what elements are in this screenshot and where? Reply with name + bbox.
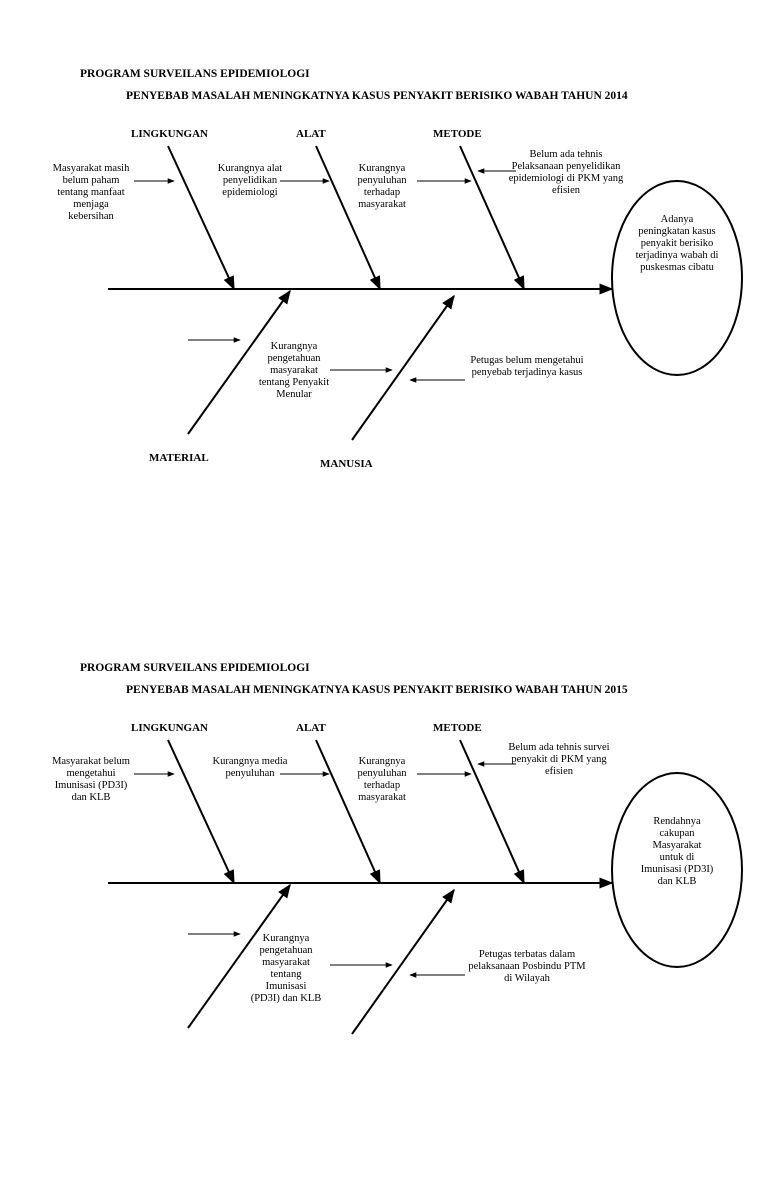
category-metode: METODE bbox=[433, 722, 482, 734]
cause-alat: Kurangnya alat penyelidikan epidemiologi bbox=[217, 163, 283, 198]
cause-metode-left: Kurangnya penyuluhan terhadap masyarakat bbox=[357, 163, 407, 210]
program-title: PROGRAM SURVEILANS EPIDEMIOLOGI bbox=[80, 68, 310, 80]
program-title: PROGRAM SURVEILANS EPIDEMIOLOGI bbox=[80, 662, 310, 674]
category-alat: ALAT bbox=[296, 722, 326, 734]
bone-material bbox=[187, 289, 291, 435]
cause-lingkungan: Masyarakat belum mengetahui Imunisasi (P… bbox=[52, 756, 130, 803]
cause-manusia: Petugas terbatas dalam pelaksanaan Posbi… bbox=[468, 949, 586, 984]
bone-metode bbox=[459, 739, 525, 885]
category-metode: METODE bbox=[433, 128, 482, 140]
effect-oval bbox=[611, 772, 743, 968]
fishbone-diagram-2014: PROGRAM SURVEILANS EPIDEMIOLOGI PENYEBAB… bbox=[52, 68, 743, 470]
fishbone-lines bbox=[108, 739, 743, 1035]
effect-oval bbox=[611, 180, 743, 376]
bone-lingkungan bbox=[167, 145, 235, 291]
effect-text: Adanya peningkatan kasus penyakit berisi… bbox=[635, 214, 719, 273]
bone-metode bbox=[459, 145, 525, 291]
bone-lingkungan bbox=[167, 739, 235, 885]
diagram-title: PENYEBAB MASALAH MENINGKATNYA KASUS PENY… bbox=[126, 684, 628, 696]
category-lingkungan: LINGKUNGAN bbox=[131, 722, 209, 734]
bone-alat bbox=[315, 739, 381, 885]
bone-manusia bbox=[351, 294, 455, 441]
cause-metode-right: Belum ada tehnis Pelaksanaan penyelidika… bbox=[508, 149, 624, 196]
bone-material bbox=[187, 883, 291, 1029]
cause-manusia: Petugas belum mengetahui penyebab terjad… bbox=[470, 355, 584, 378]
bone-manusia bbox=[351, 888, 455, 1035]
cause-lingkungan: Masyarakat masih belum paham tentang man… bbox=[52, 163, 130, 222]
category-material: MATERIAL bbox=[149, 452, 209, 464]
effect-text: Rendahnya cakupan Masyarakat untuk di Im… bbox=[640, 816, 714, 887]
diagram-title: PENYEBAB MASALAH MENINGKATNYA KASUS PENY… bbox=[126, 90, 628, 102]
cause-alat: Kurangnya media penyuluhan bbox=[212, 756, 288, 779]
cause-metode-left: Kurangnya penyuluhan terhadap masyarakat bbox=[357, 756, 407, 803]
category-manusia: MANUSIA bbox=[320, 458, 373, 470]
fishbone-lines bbox=[108, 145, 743, 441]
cause-material: Kurangnya pengetahuan masyarakat tentang… bbox=[250, 933, 322, 1004]
category-alat: ALAT bbox=[296, 128, 326, 140]
category-lingkungan: LINGKUNGAN bbox=[131, 128, 209, 140]
fishbone-diagram-2015: PROGRAM SURVEILANS EPIDEMIOLOGI PENYEBAB… bbox=[0, 594, 768, 1194]
bone-alat bbox=[315, 145, 381, 291]
cause-material: Kurangnya pengetahuan masyarakat tentang… bbox=[258, 341, 330, 400]
cause-metode-right: Belum ada tehnis survei penyakit di PKM … bbox=[508, 742, 610, 777]
